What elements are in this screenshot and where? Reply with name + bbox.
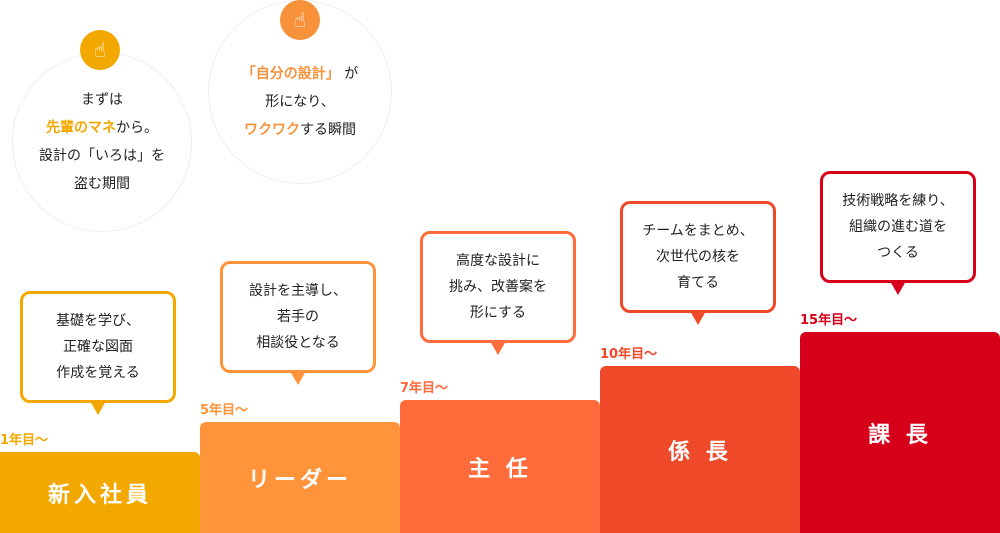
text: が <box>344 66 359 82</box>
year-label: 15年目〜 <box>800 313 858 328</box>
year-label: 7年目〜 <box>400 381 449 396</box>
text: 技術戦略を練り、 <box>842 193 954 209</box>
step-title: 主 任 <box>468 456 532 482</box>
step-kacho: 課 長 <box>800 332 1000 533</box>
text: 作成を覚える <box>56 365 140 381</box>
desc-bubble: 高度な設計に挑み、改善案を形にする <box>420 231 576 355</box>
text: まずは <box>81 92 123 108</box>
text: 基礎を学び、 <box>56 313 140 329</box>
text: 育てる <box>677 275 719 291</box>
text: 設計を主導し、 <box>249 283 347 299</box>
text: 設計の「いろは」を <box>39 148 165 164</box>
desc-bubble: 設計を主導し、若手の相談役となる <box>220 261 376 385</box>
step-leader: リーダー <box>200 422 400 533</box>
text: から。 <box>116 120 158 136</box>
text: 挑み、改善案を <box>449 279 547 295</box>
year-label: 1年目〜 <box>0 433 49 448</box>
text: する瞬間 <box>299 122 356 138</box>
text: 次世代の核を <box>656 249 740 265</box>
step-title: 課 長 <box>868 422 932 448</box>
highlight: 先輩のマネ <box>46 120 116 136</box>
year-label: 5年目〜 <box>200 403 249 418</box>
text: 組織の進む道を <box>848 219 947 235</box>
step-shinnyu: 新入社員 <box>0 452 200 533</box>
step-shunin: 主 任 <box>400 400 600 533</box>
text: 相談役となる <box>256 335 340 351</box>
text: つくる <box>877 245 919 261</box>
step-title: 係 長 <box>668 439 732 465</box>
step-title: リーダー <box>247 467 352 493</box>
quote-circle-1: まずは 先輩のマネから。 設計の「いろは」を 盗む期間 <box>12 52 192 232</box>
text: 形にする <box>469 305 527 321</box>
desc-bubble: チームをまとめ、次世代の核を育てる <box>620 201 776 325</box>
text: 正確な図面 <box>63 339 133 355</box>
finger-snap-icon: ☝ <box>280 0 320 40</box>
desc-bubble: 基礎を学び、正確な図面作成を覚える <box>20 291 176 415</box>
highlight: ワクワク <box>243 122 300 138</box>
step-title: 新入社員 <box>47 482 152 508</box>
highlight: 「自分の設計」 <box>241 66 340 82</box>
text: 高度な設計に <box>456 253 540 269</box>
text: 若手の <box>277 309 319 325</box>
year-label: 10年目〜 <box>600 347 658 362</box>
finger-snap-icon: ☝ <box>80 30 120 70</box>
text: 盗む期間 <box>74 176 130 192</box>
text: 形になり、 <box>265 94 335 110</box>
text: チームをまとめ、 <box>642 223 754 239</box>
step-kakaricho: 係 長 <box>600 366 800 533</box>
desc-bubble: 技術戦略を練り、組織の進む道をつくる <box>820 171 976 295</box>
